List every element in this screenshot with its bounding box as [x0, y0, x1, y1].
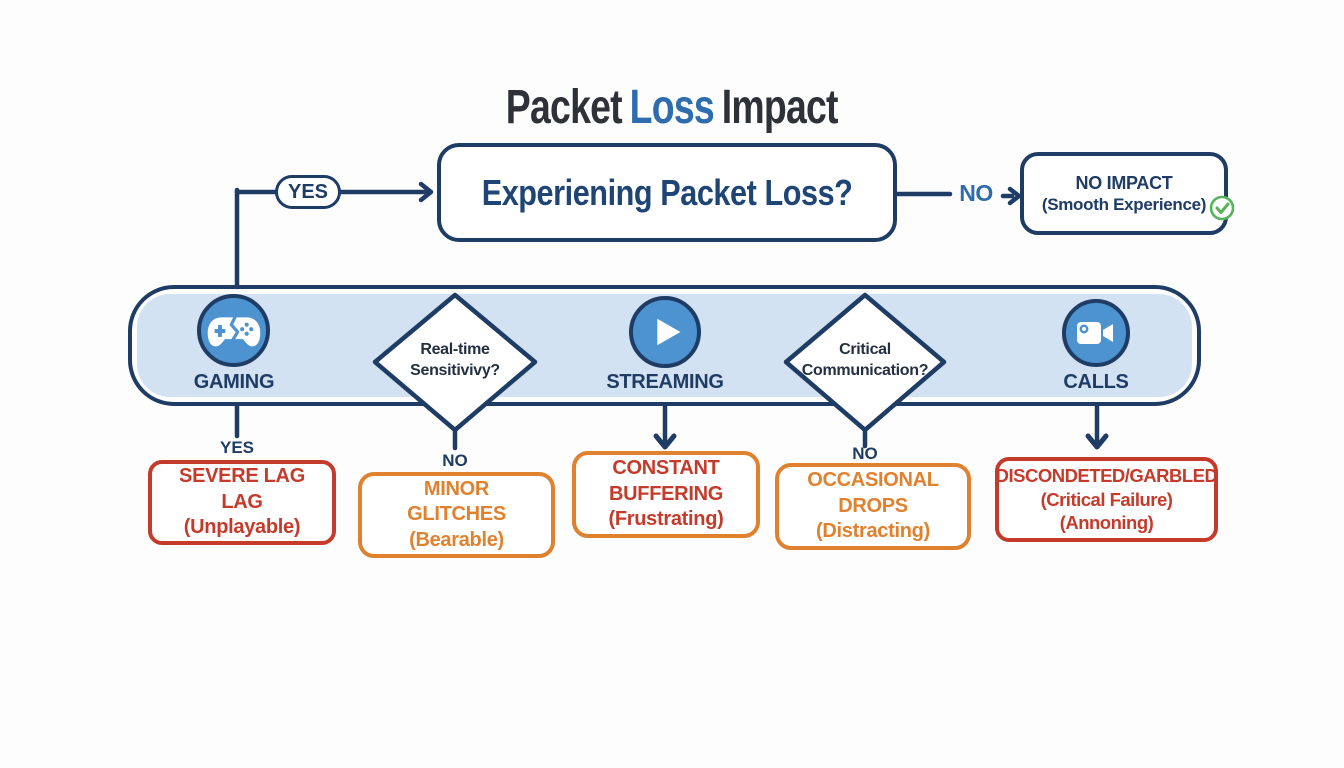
- outcome-line: DISCONDETED/GARBLED: [995, 465, 1218, 487]
- category-label-gaming: GAMING: [193, 371, 275, 393]
- outcome-line: GLITCHES: [407, 503, 506, 526]
- arrowhead-down-icon: [653, 433, 677, 450]
- gaming-icon-circle: [197, 294, 270, 367]
- outcome-box-severe-lag: SEVERE LAG LAG (Unplayable): [148, 460, 336, 545]
- outcome-line: (Distracting): [816, 520, 930, 543]
- outcome-line: (Unplayable): [183, 516, 301, 539]
- arrowhead-right-icon: [418, 181, 434, 203]
- arrowhead-right-icon: [1007, 186, 1022, 206]
- outcome-line: (Critical Failure): [1040, 488, 1173, 510]
- outcome-line: (Annoning): [1059, 512, 1154, 534]
- branch-label-no-realtime: NO: [442, 451, 468, 470]
- title-part-impact: Impact: [721, 81, 839, 134]
- no-impact-line2: (Smooth Experience): [1041, 195, 1207, 215]
- no-impact-line1: NO IMPACT: [1075, 172, 1173, 193]
- yes-pill: YES: [275, 175, 341, 209]
- decision-critical-line1: Critical: [839, 341, 891, 358]
- outcome-line: BUFFERING: [609, 482, 723, 505]
- outcome-line: CONSTANT: [612, 457, 720, 480]
- outcome-box-disconnected-garbled: DISCONDETED/GARBLED (Critical Failure) (…: [995, 457, 1218, 542]
- gamepad-icon: [207, 314, 260, 346]
- decision-realtime-line2: Sensitivivy?: [410, 361, 500, 379]
- outcome-line: (Bearable): [409, 528, 504, 551]
- decision-realtime-line1: Real-time: [420, 341, 490, 358]
- outcome-line: MINOR: [423, 477, 490, 500]
- arrowhead-down-icon: [1085, 433, 1109, 450]
- decision-text-critical: Critical Communication?: [785, 340, 945, 382]
- title-part-loss: Loss: [629, 81, 715, 134]
- outcome-line: OCCASIONAL: [807, 469, 939, 492]
- decision-text-realtime: Real-time Sensitivivy?: [375, 340, 535, 382]
- outcome-box-occasional-drops: OCCASIONAL DROPS (Distracting): [775, 463, 971, 550]
- category-label-calls: CALLS: [1063, 371, 1129, 393]
- title-part-packet: Packet: [506, 81, 623, 134]
- play-icon: [657, 318, 681, 346]
- no-branch-label: NO: [959, 180, 993, 206]
- outcome-line: DROPS: [838, 494, 908, 517]
- category-label-streaming: STREAMING: [606, 371, 724, 393]
- no-impact-box: NO IMPACT (Smooth Experience): [1020, 152, 1228, 235]
- check-circle-icon: [1209, 195, 1235, 221]
- outcome-line: LAG: [221, 490, 263, 513]
- question-box: Experiening Packet Loss?: [437, 143, 897, 242]
- outcome-box-constant-buffering: CONSTANT BUFFERING (Frustrating): [572, 451, 760, 538]
- question-text: Experiening Packet Loss?: [481, 171, 853, 213]
- outcome-box-minor-glitches: MINOR GLITCHES (Bearable): [358, 472, 555, 558]
- outcome-line: (Frustrating): [608, 508, 724, 531]
- branch-label-no-critical: NO: [852, 444, 878, 463]
- decision-critical-line2: Communication?: [801, 361, 929, 379]
- branch-label-yes: YES: [219, 438, 255, 457]
- outcome-line: SEVERE LAG: [179, 465, 305, 488]
- calls-icon-circle: [1062, 299, 1130, 367]
- video-camera-icon: [1077, 322, 1113, 344]
- yes-pill-label: YES: [287, 180, 329, 203]
- streaming-icon-circle: [629, 296, 701, 368]
